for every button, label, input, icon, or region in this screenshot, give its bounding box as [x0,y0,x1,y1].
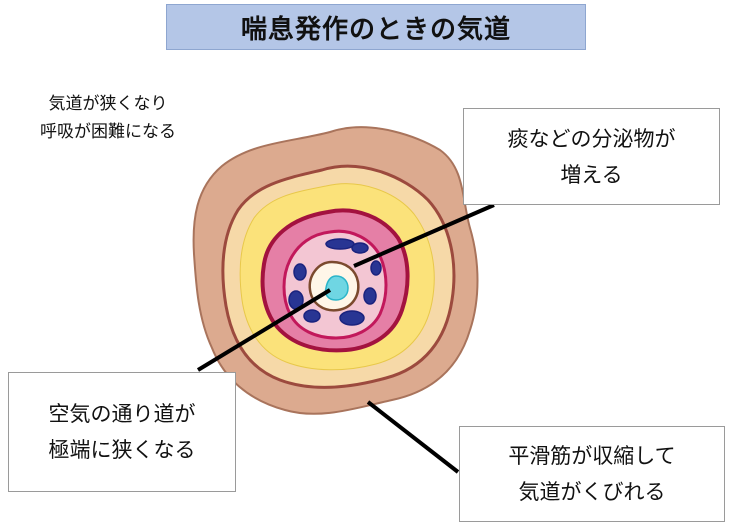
callout-muscle-line1: 平滑筋が収縮して [508,444,676,468]
callout-mucus-line1: 痰などの分泌物が [507,126,676,151]
callout-mucus: 痰などの分泌物が 増える [463,108,720,205]
callout-airway: 空気の通り道が 極端に狭くなる [8,372,236,492]
leader-line-airway [196,288,332,372]
leader-line-muscle [366,400,460,474]
page-title-text: 喘息発作のときの気道 [240,14,511,45]
symptom-note-line1: 気道が狭くなり [48,94,168,114]
callout-airway-line1: 空気の通り道が [48,402,196,426]
page-title: 喘息発作のときの気道 [166,4,586,50]
callout-mucus-line2: 増える [560,162,623,187]
submucosal-glands [288,238,382,326]
symptom-note: 気道が狭くなり 呼吸が困難になる [8,90,208,146]
symptom-note-line2: 呼吸が困難になる [40,122,176,142]
narrowed-lumen [324,275,349,301]
callout-airway-line2: 極端に狭くなる [48,438,196,462]
callout-muscle-line2: 気道がくびれる [518,480,666,504]
leader-line-mucus [353,203,495,268]
callout-muscle: 平滑筋が収縮して 気道がくびれる [459,426,725,522]
